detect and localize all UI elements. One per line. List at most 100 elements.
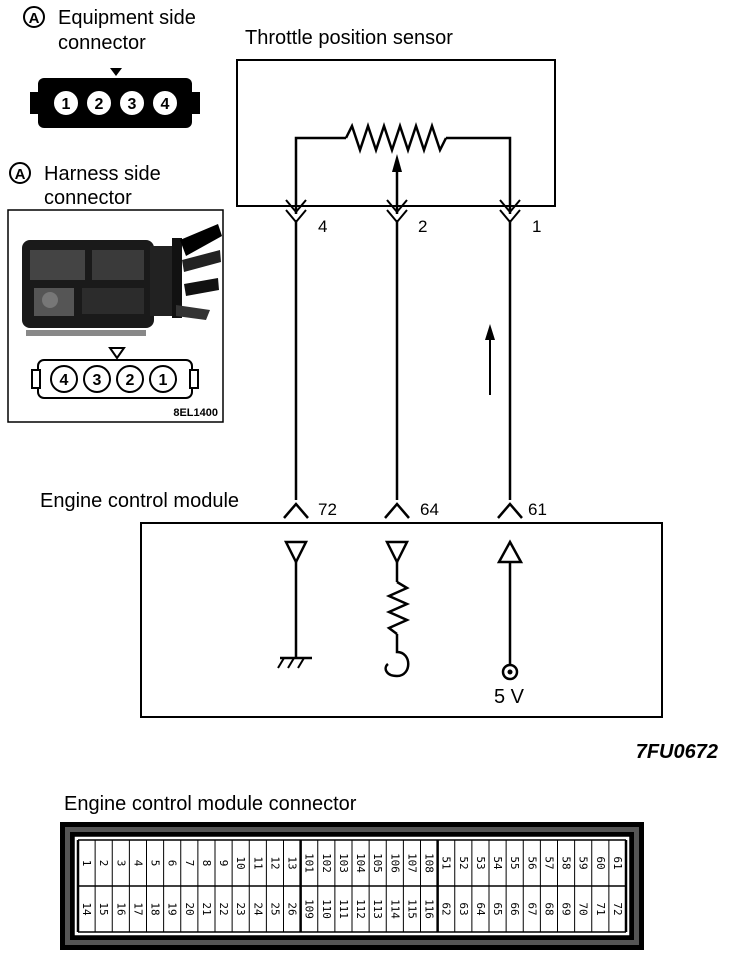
sensor-wiper-arrow-icon: [392, 154, 402, 172]
ecm-connector-pin-bottom: 67: [525, 902, 538, 915]
ecm-pin-marker-icon: [497, 502, 523, 519]
current-direction-arrow-icon: [485, 324, 495, 340]
ecm-connector-pin-bottom: 14: [80, 902, 93, 916]
ecm-connector-pin-bottom: 69: [560, 902, 573, 915]
ecm-connector-pin-top: 13: [286, 856, 299, 869]
ground-icon: [277, 656, 312, 669]
ecm-connector-pin-top: 105: [371, 853, 384, 873]
ecm-connector-pin-top: 5: [149, 860, 162, 867]
ecm-connector-pin-bottom: 24: [251, 902, 264, 916]
svg-text:4: 4: [60, 372, 69, 389]
ecm-connector-pin-bottom: 68: [542, 902, 555, 915]
equipment-connector-title-line1: Equipment side: [58, 7, 196, 29]
ecm-connector-pin-top: 57: [542, 856, 555, 869]
ecm-connector-pin-top: 106: [388, 853, 401, 873]
ecm-connector-pin-top: 101: [303, 853, 316, 873]
svg-text:1: 1: [159, 372, 168, 389]
equipment-connector-title-line2: connector: [58, 32, 146, 54]
ecm-connector-pin-top: 1: [80, 860, 93, 867]
ecm-connector-pin-bottom: 109: [303, 899, 316, 919]
ecm-connector-title: Engine control module connector: [64, 793, 357, 815]
ecm-connector-pin-bottom: 26: [286, 902, 299, 915]
svg-text:4: 4: [161, 96, 170, 113]
ecm-connector-pin-top: 108: [423, 853, 436, 873]
ecm-connector-pin-top: 3: [114, 860, 127, 867]
ecm-connector-pin-bottom: 71: [594, 902, 607, 915]
ecm-connector-pin-bottom: 18: [149, 902, 162, 915]
harness-connector-title-line1: Harness side: [44, 163, 161, 185]
svg-text:3: 3: [93, 372, 102, 389]
ecm-connector-pin-bottom: 62: [440, 902, 453, 915]
ecm-connector-pin-top: 59: [577, 856, 590, 869]
ecm-connector-pin-bottom: 23: [234, 902, 247, 915]
ecm-connector-pin-bottom: 16: [114, 902, 127, 915]
svg-text:3: 3: [128, 96, 137, 113]
sensor-pin-label: 2: [418, 217, 427, 236]
diagram-code: 7FU0672: [636, 741, 718, 763]
equipment-connector-body: [38, 78, 192, 128]
ecm-connector-pin-bottom: 25: [268, 902, 281, 915]
ecm-connector-pin-bottom: 64: [474, 902, 487, 916]
ecm-connector-pin-top: 9: [217, 860, 230, 867]
ecm-input-triangle-icon: [384, 540, 410, 565]
harness-badge-icon: A: [9, 162, 31, 184]
svg-text:2: 2: [126, 372, 135, 389]
harness-connector-title-line2: connector: [44, 187, 132, 209]
harness-connector-photo: [22, 224, 222, 336]
equipment-pin: 4: [151, 89, 179, 117]
ecm-connector-pin-bottom: 20: [183, 902, 196, 915]
equipment-side-connector: A Equipment side connector 1 2 3 4: [23, 6, 200, 128]
ecm-connector-pin-bottom: 65: [491, 902, 504, 915]
sensor-title: Throttle position sensor: [245, 27, 453, 49]
ecm-connector-pin-top: 102: [320, 853, 333, 873]
equipment-key-icon: [110, 68, 122, 76]
ecm-connector-pin-top: 56: [525, 856, 538, 869]
equipment-pin: 1: [52, 89, 80, 117]
ecm-connector-pin-top: 103: [337, 853, 350, 873]
ecm-connector-pin-bottom: 114: [388, 899, 401, 919]
ecm-connector-pin-bottom: 116: [423, 899, 436, 919]
ecm-pin-label: 64: [420, 500, 439, 519]
equipment-pin: 3: [118, 89, 146, 117]
ecm-connector-pin-top: 2: [97, 860, 110, 867]
ecm-connector-pin-bottom: 21: [200, 902, 213, 915]
harness-wires: [294, 220, 512, 500]
ecm-pin-marker-icon: [283, 502, 309, 519]
ecm-title: Engine control module: [40, 490, 239, 512]
ecm-connector-pin-bottom: 112: [354, 899, 367, 919]
throttle-position-sensor: Throttle position sensor 4 2 1: [236, 27, 556, 236]
ecm-connector-pin-top: 10: [234, 856, 247, 869]
ecm-resistor-icon: [385, 580, 411, 635]
ecm-connector-pin-bottom: 113: [371, 899, 384, 919]
svg-text:A: A: [29, 10, 40, 27]
harness-key-icon: [108, 347, 126, 360]
ecm-connector-pin-bottom: 115: [405, 899, 418, 919]
harness-photo-code: 8EL1400: [173, 407, 218, 419]
ecm-signal-hook-icon: [384, 634, 410, 678]
ecm-pin-marker-icon: [384, 502, 410, 519]
ecm-connector-pin-top: 58: [560, 856, 573, 869]
harness-pin: 3: [83, 365, 111, 393]
svg-text:1: 1: [62, 96, 71, 113]
ecm-connector-pin-top: 51: [440, 856, 453, 869]
ecm-connector-pin-bottom: 63: [457, 902, 470, 915]
ecm-connector-pin-bottom: 15: [97, 902, 110, 915]
ecm-voltage-label: 5 V: [494, 686, 525, 708]
sensor-pin-label: 1: [532, 217, 541, 236]
harness-pin: 4: [50, 365, 78, 393]
voltage-source-icon: [501, 663, 519, 681]
ecm-connector-pin-top: 60: [594, 856, 607, 869]
ecm-connector-pin-top: 52: [457, 856, 470, 869]
ecm-connector-pin-bottom: 66: [508, 902, 521, 915]
ecm-connector-pin-bottom: 22: [217, 902, 230, 915]
engine-control-module: Engine control module 72 64 61 5 V: [40, 490, 663, 718]
ecm-connector-pin-top: 7: [183, 860, 196, 867]
ecm-connector-pin-bottom: 111: [337, 899, 350, 919]
ecm-connector-pin-bottom: 72: [611, 902, 624, 915]
svg-text:A: A: [15, 166, 26, 183]
equipment-badge-icon: A: [23, 6, 45, 28]
ecm-connector-pin-top: 107: [405, 853, 418, 873]
sensor-resistor-icon: [344, 122, 448, 154]
